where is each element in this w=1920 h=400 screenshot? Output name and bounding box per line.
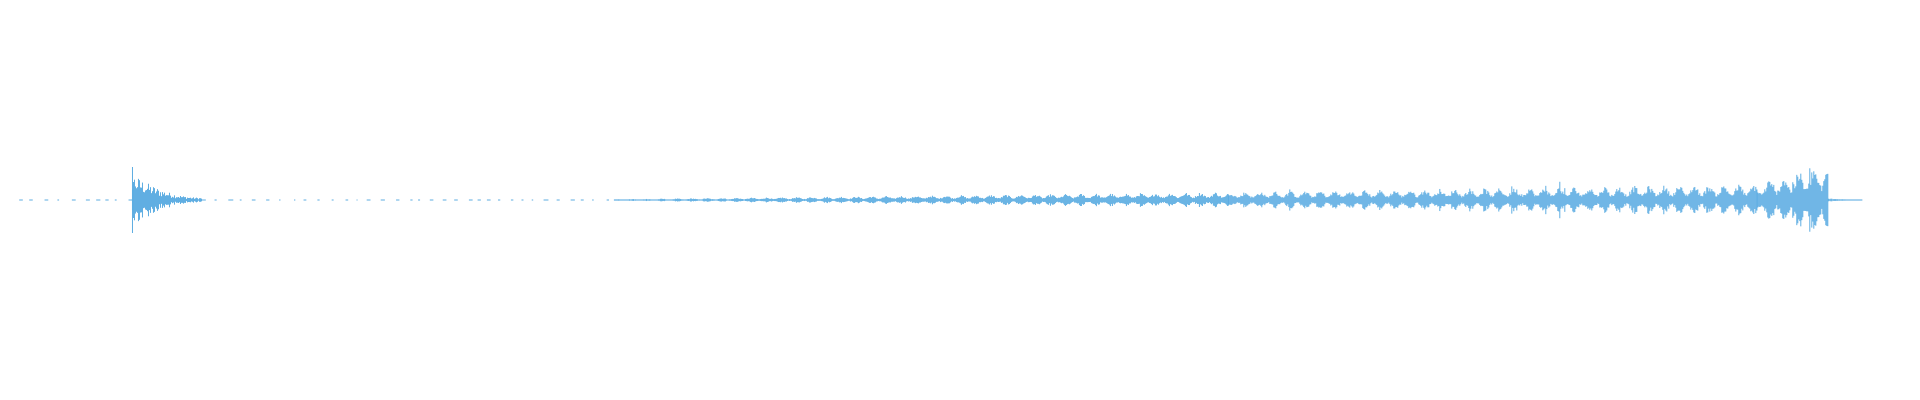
waveform-bars (19, 167, 1863, 233)
